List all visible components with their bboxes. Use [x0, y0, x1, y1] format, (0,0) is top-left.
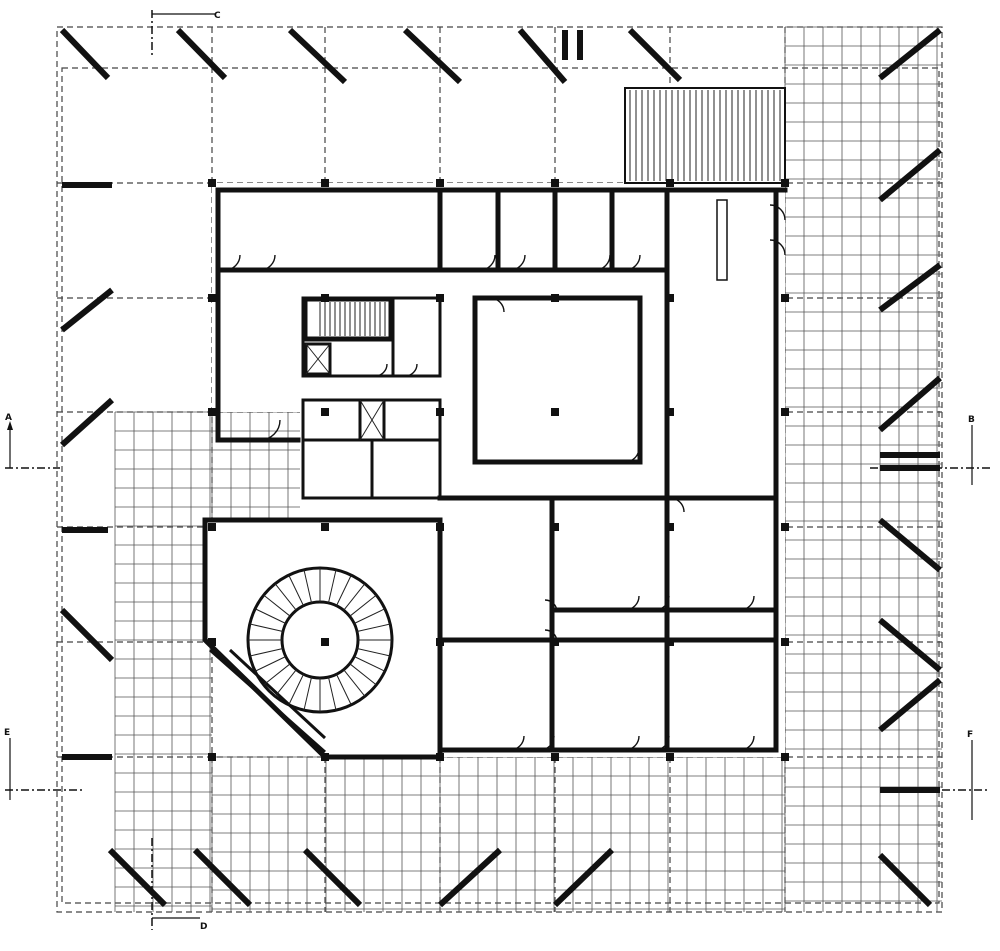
- section-marker-left-lower: E: [4, 728, 85, 800]
- fin-22: [302, 847, 363, 908]
- fin-5: [627, 27, 683, 83]
- spiral-staircase: [246, 566, 394, 714]
- fin-14: [878, 617, 942, 673]
- fin-4: [517, 28, 568, 84]
- door-swings: [224, 204, 786, 751]
- fin-9: [59, 397, 115, 448]
- fin-24: [552, 847, 615, 908]
- fin-12: [878, 375, 942, 433]
- section-marker-right-upper: B: [870, 415, 990, 485]
- section-marker-left-upper: A: [5, 413, 60, 469]
- section-label-top: C: [214, 11, 221, 21]
- section-marker-bottom: D: [151, 838, 207, 932]
- fin-11: [878, 262, 942, 313]
- section-label-right-upper: B: [968, 415, 975, 425]
- external-stair: [624, 87, 786, 184]
- section-label-left-lower: E: [4, 728, 10, 738]
- fin-17: [59, 607, 115, 663]
- outer-boundary: [56, 26, 943, 913]
- terrace-tiles-bottom: [211, 756, 785, 912]
- terrace-tiles-middle: [211, 411, 300, 520]
- fin-20: [107, 847, 168, 908]
- fin-13: [878, 517, 942, 573]
- core-stair: [304, 298, 392, 340]
- fin-6: [878, 27, 942, 81]
- fin-10: [878, 147, 942, 203]
- counter-fixture: [716, 199, 728, 281]
- fin-23: [437, 847, 503, 908]
- section-marker-top: C: [151, 10, 221, 58]
- fin-0: [59, 27, 111, 81]
- section-label-left-upper: A: [5, 413, 12, 423]
- fin-3: [402, 27, 463, 85]
- fin-25: [877, 852, 933, 908]
- columns: [208, 179, 789, 761]
- inner-boundary: [61, 67, 940, 904]
- section-marker-right-lower: F: [910, 730, 990, 820]
- section-label-right-lower: F: [967, 730, 973, 740]
- fin-8: [60, 287, 114, 333]
- section-label-bottom: D: [200, 922, 207, 932]
- fin-21: [192, 847, 253, 908]
- fin-1: [175, 27, 228, 81]
- terrace-tiles-left: [114, 411, 212, 912]
- fin-2: [287, 27, 348, 85]
- fin-15: [878, 677, 942, 733]
- sunshade-fins: [59, 27, 942, 908]
